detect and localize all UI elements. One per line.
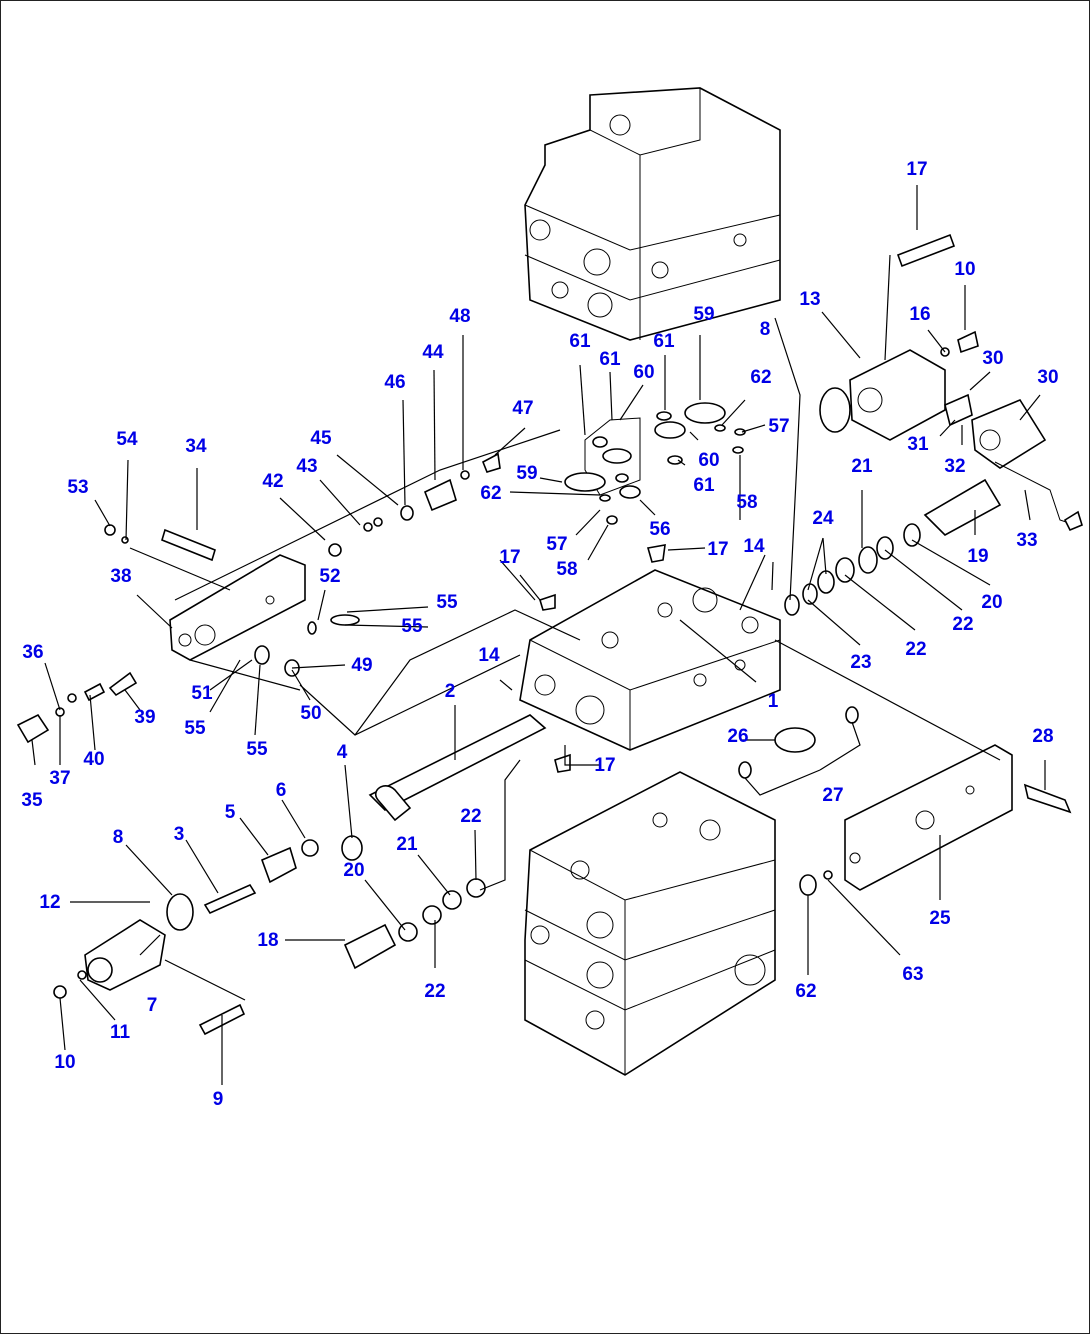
- callout-6: 6: [276, 780, 287, 801]
- gasket-set: [539, 402, 746, 773]
- callout-59-left: 59: [516, 463, 537, 484]
- callout-labels: 17 10 13 16 30 30 31 32 33 19 20 22 21 2…: [21, 159, 1058, 1110]
- callout-61-right: 61: [693, 475, 715, 496]
- callout-1: 1: [768, 691, 779, 712]
- callout-8-top: 8: [760, 319, 771, 340]
- callout-20-right: 20: [981, 592, 1002, 613]
- callout-17-left: 17: [499, 547, 520, 568]
- callout-16: 17: [906, 159, 927, 180]
- callout-13: 13: [799, 289, 820, 310]
- callout-37: 38: [110, 566, 131, 587]
- callout-18: 18: [257, 930, 278, 951]
- leader-lines: [31, 185, 1046, 1085]
- callout-23: 23: [850, 652, 871, 673]
- callout-4: 4: [337, 742, 348, 763]
- callout-52: 54: [116, 429, 138, 450]
- callout-38: 39: [134, 707, 155, 728]
- callout-7: 7: [147, 995, 158, 1016]
- callout-62-left: 62: [480, 483, 501, 504]
- callout-3: 3: [174, 824, 185, 845]
- callout-22-bottom-b: 22: [424, 981, 445, 1002]
- callout-43: 45: [310, 428, 332, 449]
- callout-25: 25: [929, 908, 951, 929]
- callout-60-right: 60: [698, 450, 719, 471]
- callout-59-top: 59: [693, 304, 714, 325]
- callout-34: 35: [21, 790, 43, 811]
- callout-5: 5: [225, 802, 236, 823]
- callout-42: 44: [422, 342, 444, 363]
- callout-9: 9: [213, 1089, 224, 1110]
- callout-33: 34: [185, 436, 207, 457]
- callout-54: 55: [436, 592, 458, 613]
- callout-26: 26: [727, 726, 748, 747]
- callout-58-left: 58: [556, 559, 577, 580]
- callout-27: 27: [822, 785, 843, 806]
- callout-44: 46: [384, 372, 405, 393]
- callout-41: 43: [296, 456, 317, 477]
- callout-21-right: 21: [851, 456, 873, 477]
- callout-57-left: 57: [546, 534, 567, 555]
- callout-20-bottom: 20: [343, 860, 364, 881]
- callout-61-top: 61: [653, 331, 675, 352]
- callout-14-right: 14: [743, 536, 765, 557]
- callout-61-left: 61: [569, 331, 591, 352]
- callout-49: 51: [191, 683, 213, 704]
- callout-24: 24: [812, 508, 834, 529]
- callout-60-top: 60: [633, 362, 654, 383]
- callout-48: 50: [300, 703, 321, 724]
- callout-11: 11: [110, 1022, 131, 1043]
- callout-55-right: 55: [401, 616, 423, 637]
- callout-62-top: 61: [599, 349, 621, 370]
- callout-57-right: 57: [768, 416, 789, 437]
- callout-45: 47: [512, 398, 533, 419]
- callout-35: 36: [22, 642, 43, 663]
- callout-64: 63: [902, 964, 923, 985]
- right-cover: [844, 744, 1013, 891]
- callout-21-bottom: 21: [396, 834, 418, 855]
- callout-30-top: 30: [982, 348, 1003, 369]
- callout-12: 12: [39, 892, 60, 913]
- callout-51: 53: [67, 477, 88, 498]
- callout-63: 62: [795, 981, 816, 1002]
- callout-55-bottom: 55: [246, 739, 268, 760]
- left-cover: [169, 554, 306, 661]
- callout-17-bottom: 17: [594, 755, 615, 776]
- callout-53: 55: [184, 718, 206, 739]
- spool-parts: [16, 452, 547, 1036]
- callout-29: 30: [1037, 367, 1058, 388]
- upper-valve-block: [524, 87, 781, 341]
- callout-22-right-a: 22: [952, 614, 973, 635]
- main-valve-block: [519, 569, 781, 751]
- callout-22-bottom-a: 22: [460, 806, 481, 827]
- callout-58-right: 58: [736, 492, 757, 513]
- callout-10-top: 10: [954, 259, 975, 280]
- callout-32: 33: [1016, 530, 1037, 551]
- callout-39: 40: [83, 749, 104, 770]
- callout-31: 32: [944, 456, 965, 477]
- callout-62-right: 62: [750, 367, 771, 388]
- callout-46: 48: [449, 306, 470, 327]
- callout-14-left: 14: [478, 645, 500, 666]
- callout-2: 2: [445, 681, 456, 702]
- right-side-parts: [738, 233, 1083, 896]
- callout-30-bottom: 31: [907, 434, 929, 455]
- lower-valve-block: [524, 771, 776, 1076]
- callout-40: 42: [262, 471, 283, 492]
- callout-22-right-b: 22: [905, 639, 926, 660]
- callout-17-top: 17: [707, 539, 728, 560]
- callout-10-bottom: 10: [54, 1052, 75, 1073]
- callout-47: 49: [351, 655, 372, 676]
- callout-28: 28: [1032, 726, 1053, 747]
- callout-19: 19: [967, 546, 988, 567]
- callout-15: 16: [909, 304, 930, 325]
- callout-36: 37: [49, 768, 70, 789]
- callout-56: 56: [649, 519, 670, 540]
- callout-50: 52: [319, 566, 340, 587]
- callout-8-left: 8: [113, 827, 124, 848]
